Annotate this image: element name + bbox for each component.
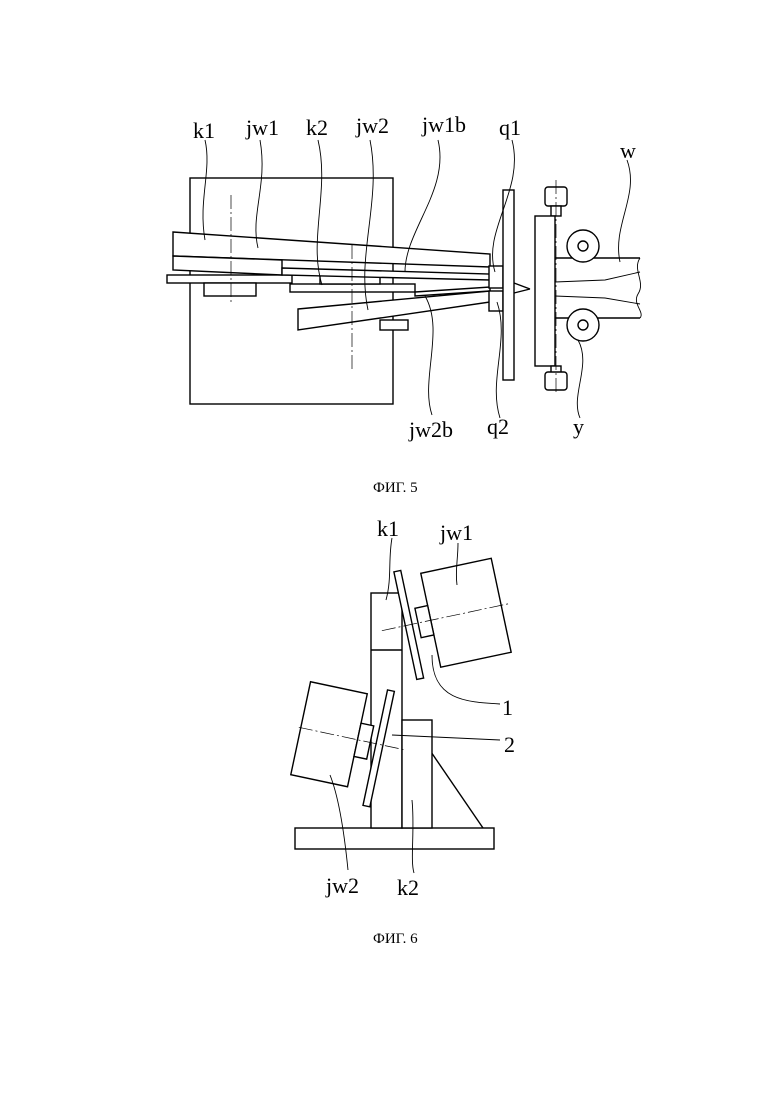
- fig5-holder-q2: [489, 291, 503, 311]
- fig5-edge-2: [514, 289, 530, 293]
- fig6-leader-k1: [386, 538, 392, 600]
- fig5-leader-w: [619, 160, 631, 262]
- fig6-caption: ФИГ. 6: [373, 931, 418, 947]
- fig5-label-k1: k1: [193, 118, 215, 143]
- fig5-k2-foot: [380, 320, 408, 330]
- fig5-label-q2: q2: [487, 414, 509, 439]
- fig5-label-jw1b: jw1b: [421, 112, 466, 137]
- fig5-label-jw2b: jw2b: [408, 417, 453, 442]
- fig6-label-2: 2: [504, 732, 515, 757]
- fig5-wire-edge-2: [555, 296, 640, 304]
- figure-5: k1 jw1 k2 jw2 jw1b q1 w jw2b q2 y ФИГ. 5: [167, 112, 641, 496]
- fig5-leader-y: [577, 340, 583, 418]
- fig6-jaw-jw2: [291, 682, 367, 787]
- fig5-edge-1: [514, 283, 530, 289]
- fig6-label-k2: k2: [397, 875, 419, 900]
- fig6-label-jw2: jw2: [325, 873, 359, 898]
- fig5-caption: ФИГ. 5: [373, 480, 418, 496]
- fig6-label-1: 1: [502, 695, 513, 720]
- fig5-leader-q2: [496, 302, 501, 418]
- fig5-roller-body: [535, 216, 555, 366]
- fig5-k1-block: [204, 283, 256, 296]
- fig5-k2-plate: [290, 284, 415, 292]
- figure-6: k1 jw1 1 2 jw2 k2 ФИГ. 6: [286, 516, 521, 947]
- fig5-k1-plate: [167, 275, 292, 283]
- fig5-guide-roller-top-hub: [578, 241, 588, 251]
- fig5-label-jw2: jw2: [355, 113, 389, 138]
- fig5-leader-jw2b: [425, 296, 433, 415]
- fig5-wire-edge-1: [555, 272, 640, 282]
- fig5-wire-break: [636, 258, 641, 318]
- fig6-leader-jw2: [330, 775, 348, 870]
- fig5-label-w: w: [620, 138, 636, 163]
- fig6-jaw-jw1: [421, 558, 511, 667]
- fig5-label-k2: k2: [306, 115, 328, 140]
- fig5-label-q1: q1: [499, 115, 521, 140]
- fig5-blade-plate: [503, 190, 514, 380]
- fig5-label-jw1: jw1: [245, 115, 279, 140]
- fig6-label-jw1: jw1: [439, 520, 473, 545]
- fig5-label-y: y: [573, 414, 584, 439]
- fig5-guide-roller-bottom-hub: [578, 320, 588, 330]
- fig5-holder-q1: [489, 266, 503, 288]
- fig6-base: [295, 828, 494, 849]
- fig6-label-k1: k1: [377, 516, 399, 541]
